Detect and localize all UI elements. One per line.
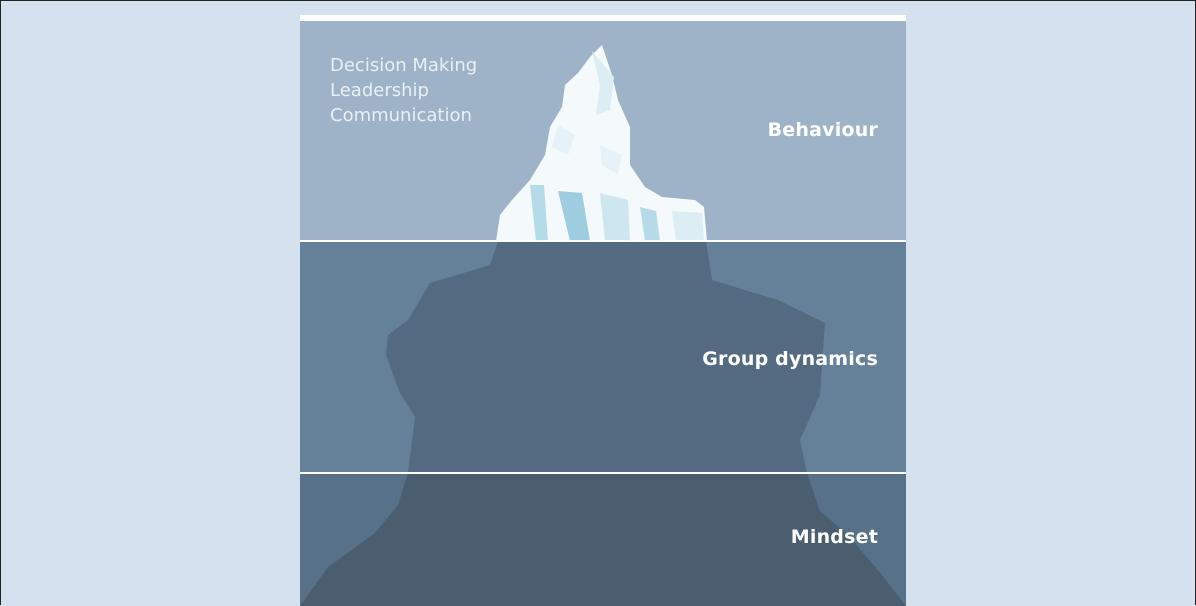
ice-facet-2 [558, 191, 590, 241]
iceberg-illustration [300, 15, 906, 606]
group-dynamics-label: Group dynamics [702, 348, 878, 370]
ice-shade-2 [600, 145, 622, 175]
ice-facet-5 [672, 211, 704, 241]
behaviour-label: Behaviour [767, 119, 878, 141]
iceberg-middle-section [386, 241, 825, 473]
behaviour-items-list: Decision Making Leadership Communication [330, 53, 477, 128]
ice-peak-shade [592, 51, 614, 115]
ice-facet-4 [640, 207, 660, 241]
ice-facet-3 [600, 193, 630, 241]
iceberg-tip-white [496, 45, 707, 241]
top-strip [300, 15, 906, 21]
behaviour-item-decision-making: Decision Making [330, 55, 478, 76]
ice-shade-1 [552, 125, 575, 155]
behaviour-item-leadership: Leadership [330, 80, 429, 101]
mindset-label: Mindset [790, 526, 878, 548]
iceberg-bottom-section [300, 473, 906, 606]
behaviour-item-communication: Communication [330, 105, 472, 126]
ice-facet-1 [530, 185, 548, 241]
iceberg-tip [496, 45, 707, 241]
iceberg-diagram: Decision Making Leadership Communication… [300, 15, 906, 606]
